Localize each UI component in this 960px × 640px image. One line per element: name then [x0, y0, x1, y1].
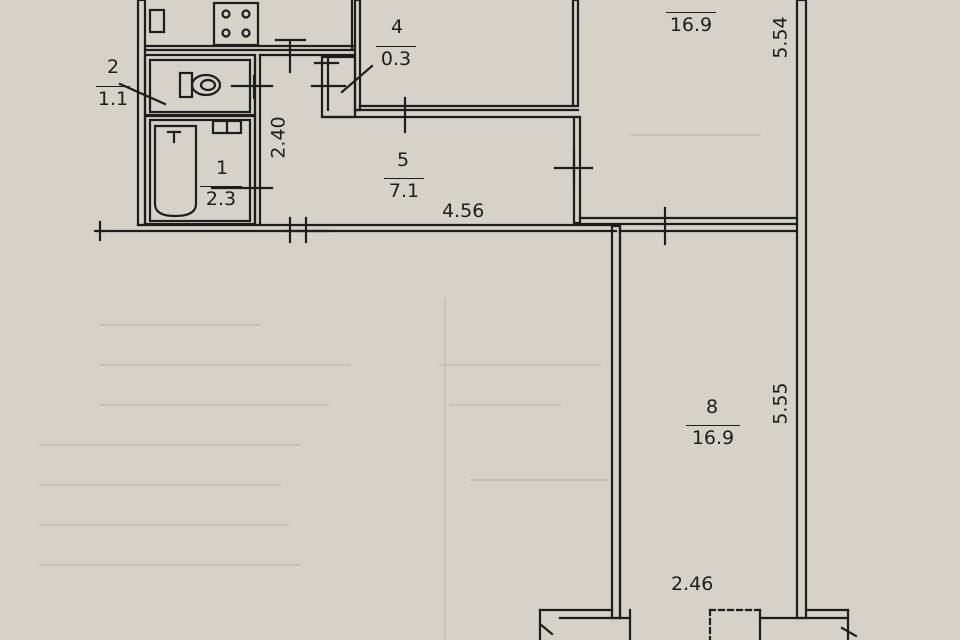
- room-8-number: 8: [705, 396, 719, 418]
- toilet-room: [118, 53, 274, 117]
- bathroom: [143, 53, 274, 226]
- corridor: [258, 0, 594, 225]
- room-top-right: [283, 206, 799, 246]
- room-top-right-area: 16.9: [666, 12, 716, 35]
- kitchen: [143, 0, 357, 74]
- room-1-number: 1: [215, 157, 229, 179]
- dimension-room-8-width: 2.46: [671, 573, 714, 595]
- room-8-area: 16.9: [686, 425, 740, 448]
- room-2-number: 2: [106, 56, 120, 78]
- room-1-area: 2.3: [200, 186, 242, 209]
- background-print: [39, 134, 761, 640]
- dimension-room-8-length: 5.55: [769, 382, 792, 425]
- room-5-number: 5: [396, 149, 410, 171]
- room-2-area: 1.1: [96, 86, 130, 110]
- dimension-corridor-length: 4.56: [442, 200, 485, 222]
- dimension-room-top-right-length: 5.54: [769, 16, 792, 59]
- room-5-area: 7.1: [384, 178, 424, 201]
- room-8: [538, 224, 858, 640]
- room-4-number: 4: [390, 16, 404, 38]
- room-4-area: 0.3: [376, 46, 416, 69]
- dimension-bath-height: 2.40: [267, 116, 290, 159]
